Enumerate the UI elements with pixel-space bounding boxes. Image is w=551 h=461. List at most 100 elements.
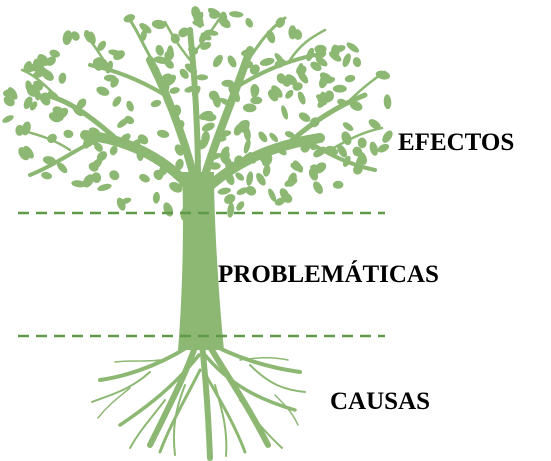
leaf [245, 18, 254, 28]
leaf [3, 95, 15, 107]
leaf [120, 133, 131, 143]
leaf [229, 11, 244, 18]
leaf [126, 100, 134, 112]
leaf [45, 56, 56, 66]
leaf [344, 74, 356, 83]
leaf [268, 188, 277, 202]
leaf [123, 14, 135, 23]
leaf [314, 44, 327, 54]
leaf [212, 54, 223, 68]
leaf [76, 98, 87, 110]
leaf [88, 162, 99, 172]
leaf [200, 41, 212, 50]
leaf [130, 139, 141, 152]
leaf [29, 101, 38, 111]
leaf [313, 181, 323, 195]
leaf [151, 19, 166, 30]
leaf [110, 77, 119, 88]
leaf [300, 142, 310, 153]
leaf [325, 145, 337, 152]
leaf [306, 47, 315, 62]
leaf [227, 202, 235, 218]
leaf [262, 164, 271, 177]
leaf [315, 56, 328, 67]
leaf [139, 173, 150, 183]
leaf [332, 180, 344, 189]
leaf [285, 74, 298, 86]
leaf [259, 155, 269, 166]
leaf [97, 40, 107, 52]
leaf [109, 170, 120, 181]
leaf [284, 131, 295, 138]
leaf [293, 160, 303, 173]
leaf [346, 42, 360, 53]
leaf [105, 60, 113, 74]
leaf [56, 107, 69, 119]
leaf [23, 61, 32, 73]
leaf [225, 160, 235, 173]
leaf [317, 99, 326, 108]
leaf [279, 188, 290, 201]
leaf [204, 29, 219, 36]
leaf [201, 122, 215, 132]
leaf [375, 70, 391, 80]
leaf [178, 27, 190, 38]
leaf [198, 137, 209, 150]
leaf [71, 180, 87, 188]
leaf [196, 74, 209, 81]
leaf [70, 31, 80, 41]
leaf [236, 201, 245, 211]
causes-label: CAUSAS [330, 388, 431, 415]
leaf [332, 84, 347, 93]
leaf [96, 86, 110, 96]
leaf [313, 146, 327, 158]
tree-trunk [178, 172, 224, 350]
leaf [219, 11, 228, 27]
leaf [319, 72, 333, 84]
leaf [41, 171, 53, 180]
leaf [337, 144, 348, 158]
leaf [159, 78, 170, 93]
leaf [342, 155, 351, 167]
leaf [169, 181, 183, 193]
leaf [89, 127, 100, 135]
leaf [191, 193, 198, 205]
leaf [161, 73, 172, 80]
leaf [47, 133, 57, 144]
leaf [155, 44, 164, 56]
leaf [192, 85, 201, 97]
leaf [233, 123, 244, 136]
leaf [341, 131, 352, 146]
leaf [310, 61, 322, 71]
leaf [164, 50, 175, 61]
leaf [217, 187, 231, 195]
leaf [227, 55, 237, 68]
leaf [96, 151, 108, 162]
leaf [150, 99, 162, 108]
leaf [72, 105, 84, 117]
leaf [112, 96, 122, 107]
leaf [47, 91, 59, 99]
leaf [108, 49, 121, 56]
leaf [169, 87, 180, 94]
leaf [245, 186, 257, 196]
leaf [26, 87, 38, 97]
leaf [342, 53, 351, 68]
leaf [63, 129, 74, 139]
leaf [179, 177, 193, 188]
leaf [172, 104, 182, 116]
leaf [188, 46, 199, 55]
leaf [220, 149, 230, 161]
leaf [42, 156, 57, 165]
leaf [240, 120, 250, 134]
leaf [235, 172, 245, 181]
leaf [124, 115, 135, 125]
leaf [179, 68, 189, 79]
leaf [120, 197, 132, 204]
leaf [203, 113, 217, 122]
leaf [164, 59, 174, 69]
leaf [207, 152, 222, 161]
leaf [236, 187, 248, 196]
leaf [152, 191, 160, 204]
